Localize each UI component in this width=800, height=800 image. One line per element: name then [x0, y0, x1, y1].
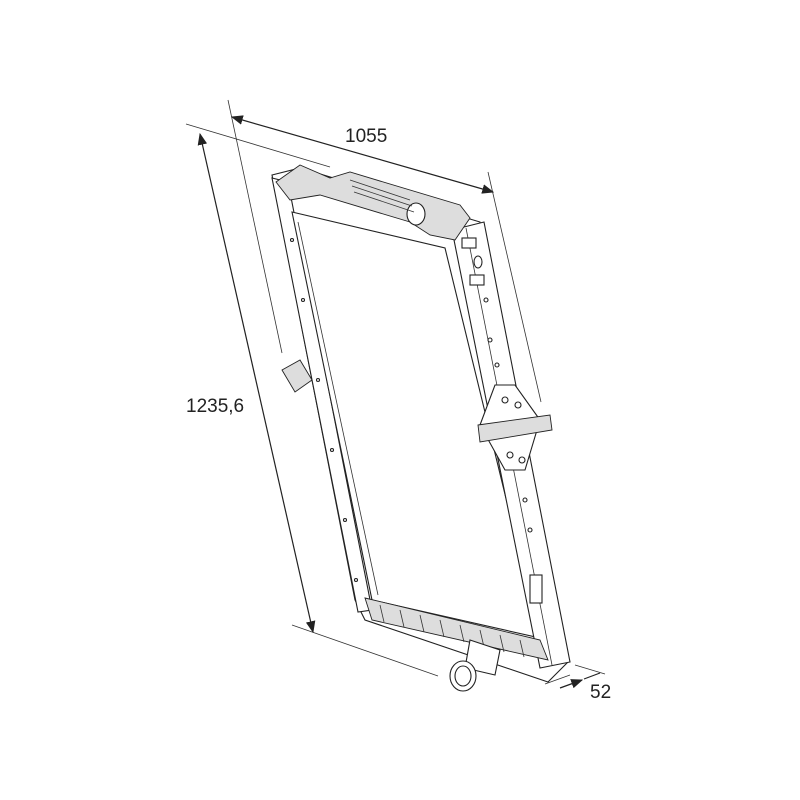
left-mount-bracket — [281, 359, 313, 393]
depth-label: 52 — [590, 682, 611, 703]
right-mount-bracket — [477, 384, 553, 471]
outlet-pipe-icon — [449, 639, 501, 692]
width-label: 1055 — [345, 126, 387, 147]
depth-dimension: 52 — [544, 664, 611, 703]
radiator — [271, 164, 571, 692]
height-dimension: 1235,6 — [185, 123, 439, 677]
mounting-holes — [289, 237, 543, 604]
height-label: 1235,6 — [186, 396, 244, 417]
